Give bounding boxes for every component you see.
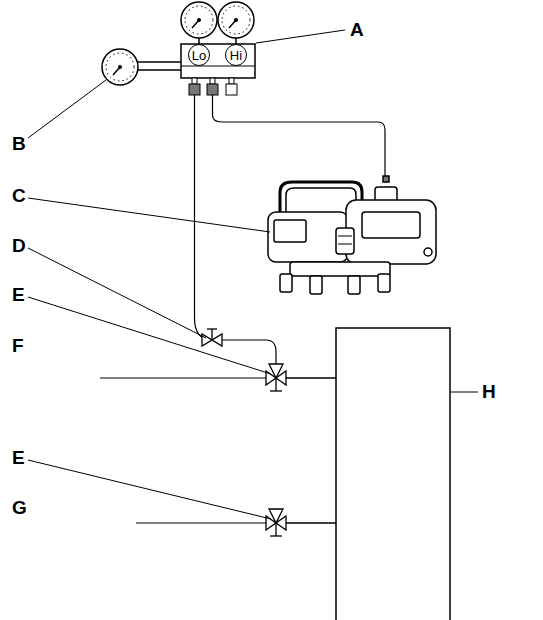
callout-letter: B bbox=[12, 134, 26, 153]
callout-letter: G bbox=[12, 498, 27, 517]
callout-letter: H bbox=[482, 382, 496, 401]
port-label: Lo bbox=[192, 49, 206, 62]
port-label: Hi bbox=[230, 49, 242, 62]
callout-letter: D bbox=[12, 236, 26, 255]
callout-letter: F bbox=[12, 336, 24, 355]
callout-letter: E bbox=[12, 448, 25, 467]
callout-letter: E bbox=[12, 285, 25, 304]
gauge-port-circle: Hi bbox=[225, 44, 247, 66]
callout-letter: A bbox=[350, 20, 364, 39]
callout-letter: C bbox=[12, 186, 26, 205]
gauge-port-circle: Lo bbox=[188, 44, 210, 66]
